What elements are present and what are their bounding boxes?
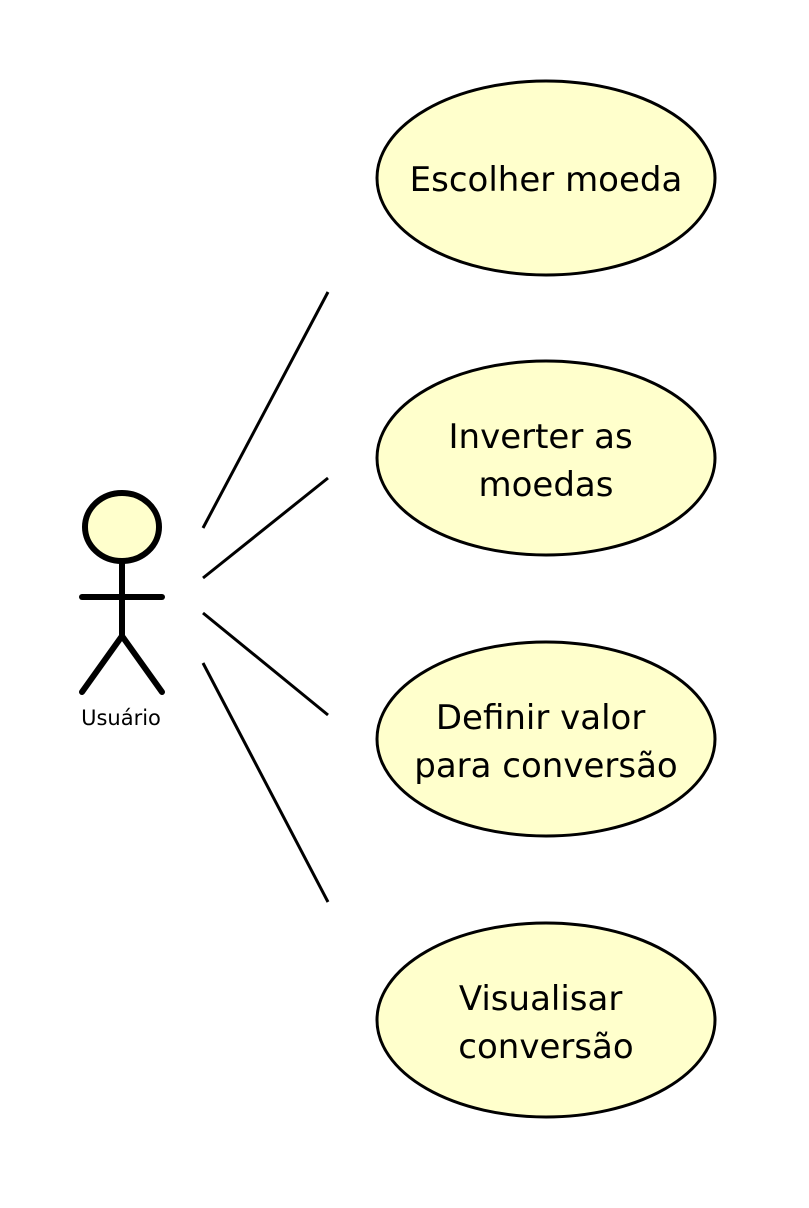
use-case-label: Visualisar conversão (458, 979, 633, 1067)
association-visualisar-conversao (201, 662, 330, 903)
use-case-ellipse (375, 79, 717, 277)
actor-label: Usuário (81, 706, 161, 730)
actor-right-leg (119, 633, 165, 695)
use-case-ellipse (375, 359, 717, 557)
associations (201, 291, 330, 903)
use-case-ellipse (375, 640, 717, 838)
use-case-label-line: Escolher moeda (410, 160, 683, 200)
use-case-label-line: Inverter as (449, 417, 633, 457)
association-definir-valor (202, 611, 329, 717)
actor-head (82, 490, 162, 564)
use-case-label-line: para conversão (414, 746, 677, 786)
use-case-label: Inverter as moedas (449, 417, 644, 505)
use-case-label-line: moedas (479, 465, 614, 505)
stick-figure-icon (79, 490, 165, 695)
use-case-inverter-moedas[interactable]: Inverter as moedas (375, 359, 717, 557)
use-case-label: Escolher moeda (410, 160, 683, 200)
use-case-visualisar-conversao[interactable]: Visualisar conversão (375, 921, 717, 1119)
actor-left-leg (79, 633, 125, 695)
association-inverter-moedas (202, 476, 329, 580)
use-case-escolher-moeda[interactable]: Escolher moeda (375, 79, 717, 277)
use-case-definir-valor[interactable]: Definir valor para conversão (375, 640, 717, 838)
use-case-label-line: Visualisar (459, 979, 622, 1019)
use-case-ellipse (375, 921, 717, 1119)
use-case-label-line: Definir valor (436, 698, 646, 738)
association-escolher-moeda (201, 291, 330, 529)
actor-usuario[interactable]: Usuário (79, 490, 165, 730)
use-case-label: Definir valor para conversão (414, 698, 677, 786)
use-case-label-line: conversão (458, 1027, 633, 1067)
